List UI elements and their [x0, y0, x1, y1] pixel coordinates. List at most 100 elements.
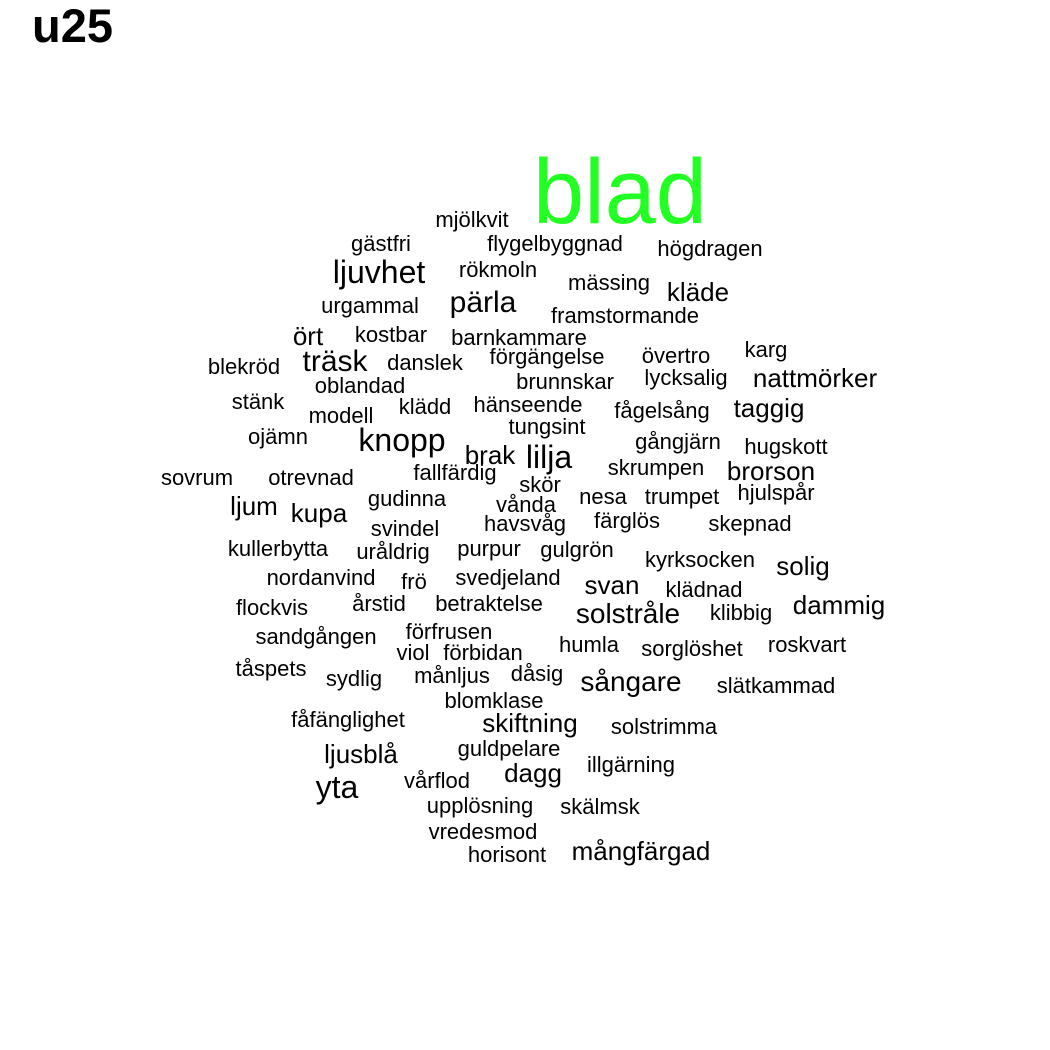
cloud-word: skör — [519, 472, 561, 497]
cloud-word: färglös — [593, 508, 661, 533]
cloud-word: hänseende — [473, 392, 583, 417]
cloud-word: ojämn — [248, 424, 308, 449]
cloud-word: skrumpen — [607, 455, 705, 480]
cloud-word: skiftning — [482, 708, 578, 738]
cloud-word: ört — [292, 321, 324, 351]
cloud-word: dagg — [504, 758, 562, 788]
cloud-word: brorson — [726, 456, 816, 486]
cloud-word: svedjeland — [455, 565, 561, 590]
cloud-word: svindel — [370, 516, 440, 541]
cloud-word: förbidan — [443, 640, 523, 665]
cloud-word: mjölkvit — [435, 207, 509, 232]
cloud-word: fåfänglighet — [291, 707, 405, 732]
cloud-word: oblandad — [314, 373, 406, 398]
cloud-word: gångjärn — [635, 429, 721, 454]
cloud-word: hjulspår — [737, 480, 815, 505]
cloud-word: uråldrig — [356, 539, 430, 564]
cloud-word: vårflod — [403, 768, 471, 793]
cloud-word: solig — [776, 551, 830, 581]
cloud-word: tåspets — [235, 656, 307, 681]
cloud-word: kullerbytta — [227, 536, 329, 561]
cloud-word: roskvart — [767, 632, 847, 657]
cloud-word: betraktelse — [435, 591, 543, 616]
cloud-word: modell — [308, 403, 374, 428]
cloud-word: klibbig — [709, 600, 773, 625]
cloud-word: flockvis — [235, 595, 309, 620]
cloud-word: hugskott — [744, 434, 828, 459]
cloud-word: dåsig — [510, 661, 564, 686]
cloud-word: stänk — [231, 389, 285, 414]
cloud-word: flygelbyggnad — [487, 231, 623, 256]
cloud-word: purpur — [457, 536, 521, 561]
cloud-word: viol — [396, 640, 430, 665]
cloud-word: skälmsk — [560, 794, 640, 819]
cloud-word: övertro — [641, 343, 711, 368]
cloud-word: gästfri — [351, 231, 411, 256]
cloud-word: danslek — [387, 350, 463, 375]
cloud-word: ljum — [230, 491, 278, 521]
cloud-word: kostbar — [354, 322, 428, 347]
cloud-word: upplösning — [426, 793, 534, 818]
cloud-word: dammig — [792, 590, 886, 620]
cloud-word: kyrksocken — [644, 547, 756, 572]
cloud-word: frö — [401, 569, 427, 594]
page-title: u25 — [32, 0, 113, 52]
cloud-word: kupa — [290, 498, 348, 528]
cloud-word: träsk — [302, 345, 368, 378]
cloud-word: gudinna — [367, 486, 447, 511]
cloud-word: yta — [315, 769, 359, 805]
cloud-word: ljusblå — [324, 739, 398, 769]
cloud-word: förfrusen — [405, 619, 493, 644]
cloud-word: blekröd — [207, 354, 281, 379]
cloud-word: sovrum — [160, 465, 234, 490]
cloud-word: klädd — [398, 394, 452, 419]
cloud-word: skepnad — [708, 511, 792, 536]
cloud-word: månljus — [414, 663, 490, 688]
cloud-word: nattmörker — [752, 363, 878, 393]
cloud-word: vredesmod — [428, 819, 538, 844]
cloud-word: nordanvind — [266, 565, 376, 590]
cloud-word: förgängelse — [489, 344, 605, 369]
cloud-word: nesa — [579, 484, 627, 509]
cloud-word: pärla — [449, 286, 517, 319]
cloud-word: vånda — [496, 492, 556, 517]
cloud-word: tungsint — [508, 414, 586, 439]
cloud-word: ljuvhet — [332, 254, 426, 290]
cloud-word: lycksalig — [644, 365, 728, 390]
cloud-word: fallfärdig — [413, 460, 497, 485]
cloud-word: brak — [464, 440, 516, 470]
cloud-word: knopp — [358, 422, 446, 458]
cloud-word: horisont — [467, 842, 547, 867]
cloud-word: guldpelare — [457, 736, 561, 761]
cloud-word: mässing — [568, 270, 650, 295]
cloud-word: karg — [744, 337, 788, 362]
cloud-word: solstrimma — [610, 714, 718, 739]
cloud-word: mångfärgad — [571, 836, 711, 866]
cloud-word: lilja — [525, 439, 573, 475]
cloud-word: barnkammare — [451, 325, 587, 350]
cloud-word: taggig — [733, 393, 805, 423]
cloud-word: sorglöshet — [641, 636, 743, 661]
cloud-word: solstråle — [575, 598, 681, 629]
cloud-word: brunnskar — [516, 369, 614, 394]
cloud-word: urgammal — [321, 293, 419, 318]
cloud-word: sandgången — [255, 624, 377, 649]
cloud-word: rökmoln — [458, 257, 538, 282]
cloud-word: sydlig — [325, 666, 383, 691]
cloud-word: otrevnad — [268, 465, 354, 490]
cloud-word: humla — [559, 632, 619, 657]
cloud-word: kläde — [666, 277, 730, 307]
cloud-word: högdragen — [657, 236, 763, 261]
cloud-word: framstormande — [551, 303, 699, 328]
cloud-word: havsvåg — [484, 511, 566, 536]
cloud-word: klädnad — [665, 577, 743, 602]
cloud-word: trumpet — [644, 484, 720, 509]
cloud-word: slätkammad — [716, 673, 836, 698]
cloud-word: blomklase — [444, 688, 544, 713]
cloud-word-highlight: blad — [533, 141, 707, 243]
cloud-word: illgärning — [586, 752, 676, 777]
cloud-word: svan — [584, 570, 640, 600]
cloud-word: gulgrön — [540, 537, 614, 562]
cloud-word: sångare — [580, 666, 682, 697]
